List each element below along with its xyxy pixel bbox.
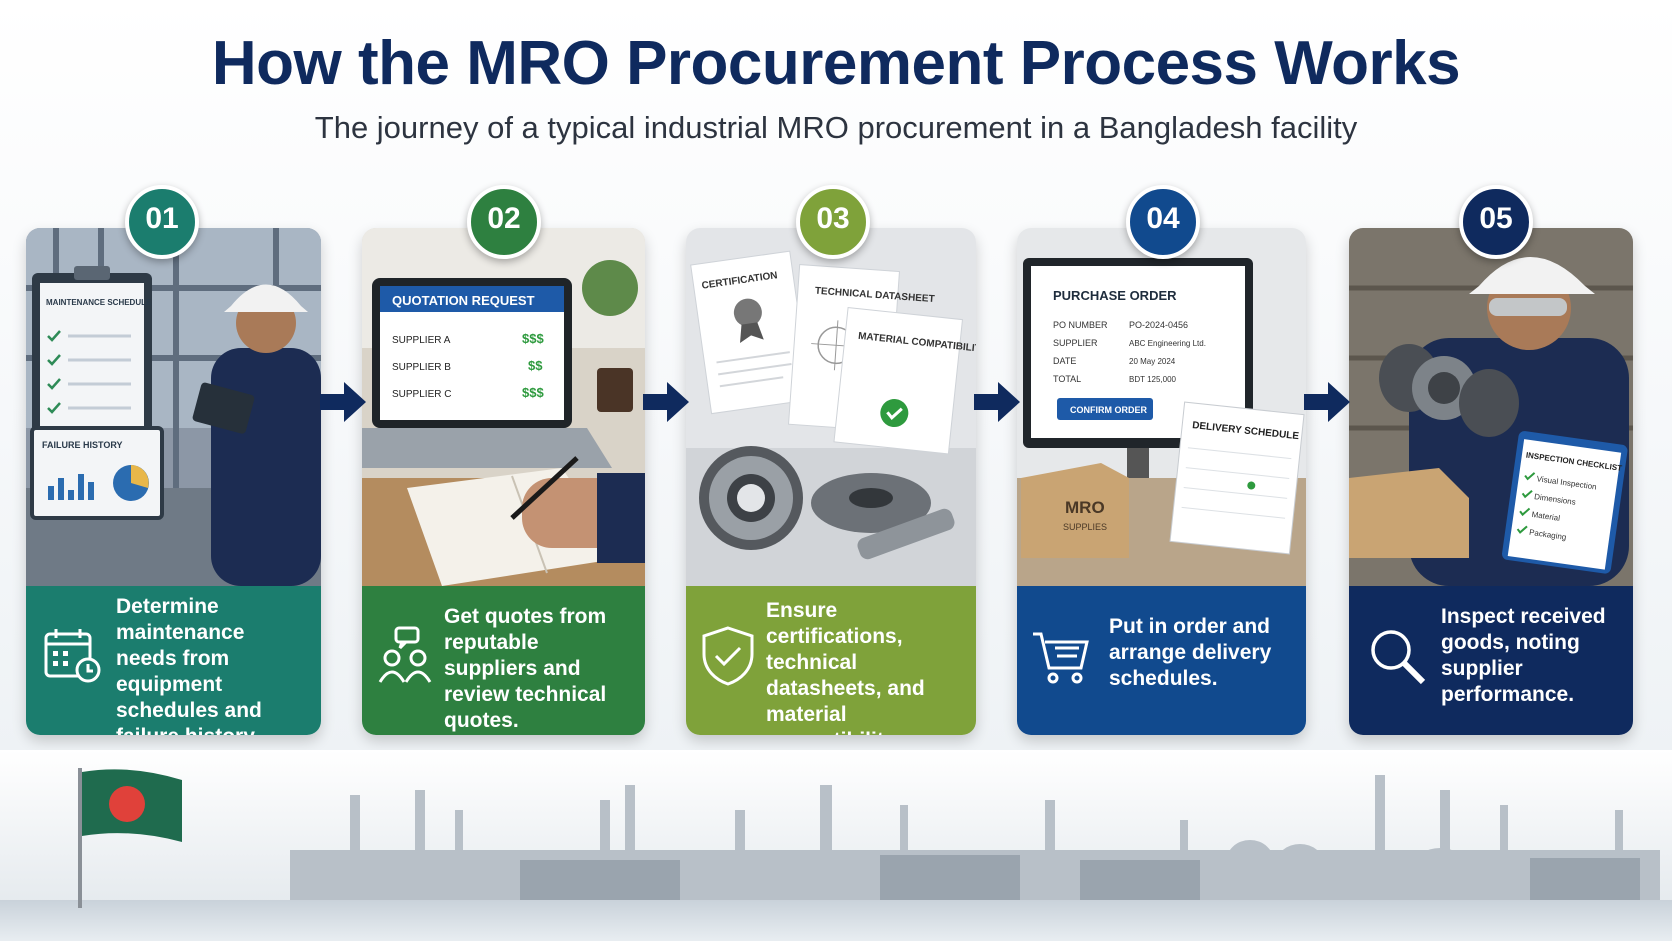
quotation-request-title: QUOTATION REQUEST — [392, 293, 535, 308]
step-number-badge-1: 01 — [125, 185, 199, 259]
arrow-right-icon — [1304, 382, 1350, 422]
step-card-3: CERTIFICATION TECHNICAL DATASHEET MATERI… — [686, 228, 976, 735]
po-field-label: TOTAL — [1053, 374, 1081, 384]
box-sublabel: SUPPLIES — [1063, 522, 1107, 532]
step-5-band: Inspect received goods, noting supplier … — [1349, 586, 1633, 735]
arrow-right-icon — [974, 382, 1020, 422]
step-4-band: Put in order and arrange delivery schedu… — [1017, 586, 1306, 735]
clipboard-title: MAINTENANCE SCHEDULE — [46, 298, 152, 307]
step-3-description: Ensure certifications, technical datashe… — [766, 599, 933, 735]
flag-disc — [109, 786, 145, 822]
quote-row-price: $$ — [528, 358, 543, 373]
step-card-2: QUOTATION REQUEST SUPPLIER A $$$ SUPPLIE… — [362, 228, 645, 735]
quote-row-price: $$$ — [522, 331, 544, 346]
step-card-1: MAINTENANCE SCHEDULE FAILURE HISTORY — [26, 228, 321, 735]
step-number-badge-5: 05 — [1459, 185, 1533, 259]
po-field-value: PO-2024-0456 — [1129, 320, 1188, 330]
shield-check-icon — [702, 626, 754, 686]
checklist-item: Material — [1531, 510, 1561, 523]
box-label: MRO — [1065, 498, 1105, 517]
step-2-description: Get quotes from reputable suppliers and … — [444, 605, 607, 732]
step-card-5: INSPECTION CHECKLIST Visual Inspection D… — [1349, 228, 1633, 735]
step-4-description: Put in order and arrange delivery schedu… — [1109, 615, 1272, 690]
step-5-description: Inspect received goods, noting supplier … — [1441, 605, 1606, 706]
step-1-band: Determine maintenance needs from equipme… — [26, 586, 321, 735]
step-2-band: Get quotes from reputable suppliers and … — [362, 586, 645, 735]
calendar-clock-icon — [44, 629, 101, 683]
page-subtitle: The journey of a typical industrial MRO … — [314, 110, 1358, 145]
suppliers-chat-icon — [378, 626, 432, 683]
purchase-order-title: PURCHASE ORDER — [1053, 288, 1177, 303]
step-4-photo: PURCHASE ORDER PO NUMBER PO-2024-0456 SU… — [1017, 228, 1306, 586]
po-field-value: 20 May 2024 — [1129, 357, 1176, 366]
step-card-4: PURCHASE ORDER PO NUMBER PO-2024-0456 SU… — [1017, 228, 1306, 735]
arrow-right-icon — [320, 382, 366, 422]
po-field-label: DATE — [1053, 356, 1076, 366]
quote-row-supplier: SUPPLIER B — [392, 362, 451, 373]
po-field-label: PO NUMBER — [1053, 320, 1108, 330]
step-5-photo: INSPECTION CHECKLIST Visual Inspection D… — [1349, 228, 1633, 586]
step-number-badge-3: 03 — [796, 185, 870, 259]
confirm-order-button-label: CONFIRM ORDER — [1070, 405, 1147, 415]
shopping-cart-icon — [1033, 632, 1089, 684]
industrial-skyline — [0, 750, 1672, 941]
po-field-value: ABC Engineering Ltd. — [1129, 339, 1206, 348]
failure-history-title: FAILURE HISTORY — [42, 440, 123, 450]
step-1-description: Determine maintenance needs from equipme… — [116, 595, 262, 735]
po-field-label: SUPPLIER — [1053, 338, 1098, 348]
step-3-photo: CERTIFICATION TECHNICAL DATASHEET MATERI… — [686, 228, 976, 586]
po-field-value: BDT 125,000 — [1129, 375, 1177, 384]
magnifier-icon — [1371, 630, 1426, 685]
quote-row-price: $$$ — [522, 385, 544, 400]
step-number-badge-2: 02 — [467, 185, 541, 259]
step-2-photo: QUOTATION REQUEST SUPPLIER A $$$ SUPPLIE… — [362, 228, 645, 586]
page-title: How the MRO Procurement Process Works — [211, 29, 1461, 98]
quote-row-supplier: SUPPLIER A — [392, 335, 451, 346]
step-number-badge-4: 04 — [1126, 185, 1200, 259]
quote-row-supplier: SUPPLIER C — [392, 389, 451, 400]
step-1-photo: MAINTENANCE SCHEDULE FAILURE HISTORY — [26, 228, 321, 586]
flag-pole — [78, 768, 82, 908]
step-3-band: Ensure certifications, technical datashe… — [686, 586, 976, 735]
arrow-right-icon — [643, 382, 689, 422]
